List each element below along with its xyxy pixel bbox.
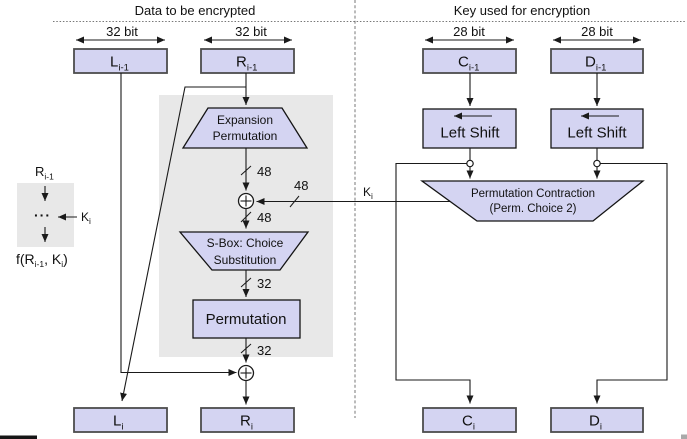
permutation-block: Permutation (192, 299, 301, 339)
pc2-label-2: (Perm. Choice 2) (490, 203, 577, 215)
bit-width-perm-out: 32 (257, 343, 271, 358)
left-shift-d-block: Left Shift (550, 108, 644, 149)
legend-k-label: Ki (81, 210, 91, 226)
register-d-prev: Di-1 (550, 48, 644, 74)
sbox-block: S-Box: Choice Substitution (178, 231, 310, 271)
register-r-next-label: Ri (240, 413, 253, 433)
branch-node-c (466, 159, 474, 168)
expansion-label-1: Expansion (217, 113, 273, 127)
left-shift-d-label: Left Shift (567, 125, 627, 142)
register-r-prev: Ri-1 (200, 48, 295, 74)
corner-mark (681, 434, 687, 439)
legend-r-label: Ri-1 (35, 164, 54, 182)
branch-node-d (593, 159, 601, 168)
bus-slash-perm-out (240, 343, 252, 354)
left-shift-c-label: Left Shift (440, 125, 500, 142)
xor-key-icon (237, 192, 255, 210)
bus-slash-key-in (289, 195, 300, 208)
line-r-prev-to-l-next (120, 86, 246, 402)
expansion-label-2: Permutation (213, 129, 278, 143)
bit-label-r-prev: 32 bit (235, 24, 267, 39)
bit-label-c-prev: 28 bit (453, 24, 485, 39)
register-l-prev-label: Li-1 (110, 54, 129, 74)
bus-slash-expansion-out (240, 165, 252, 176)
bit-label-d-prev: 28 bit (581, 24, 613, 39)
register-l-prev: Li-1 (73, 48, 168, 74)
expansion-permutation-block: Expansion Permutation (181, 107, 309, 149)
register-c-prev-label: Ci-1 (458, 54, 479, 74)
key-ki-label: Ki (363, 185, 373, 201)
loop-d-line (593, 162, 668, 404)
bus-slash-sbox-out (240, 277, 252, 288)
register-r-next: Ri (200, 407, 295, 433)
register-c-next: Ci (422, 407, 517, 433)
register-r-prev-label: Ri-1 (236, 54, 257, 74)
line-l-prev-to-xor (120, 73, 237, 376)
loop-c-line (395, 162, 474, 404)
bit-width-sbox-out: 32 (257, 276, 271, 291)
bit-width-key-in: 48 (294, 178, 308, 193)
window-edge-bar (0, 435, 37, 439)
left-shift-c-block: Left Shift (422, 108, 517, 149)
permuted-choice2-block: Permutation Contraction (Perm. Choice 2) (420, 180, 645, 222)
register-l-next-label: Li (113, 413, 123, 433)
bit-width-xor-out: 48 (257, 210, 271, 225)
register-d-next-label: Di (589, 413, 602, 433)
bit-width-expansion-out: 48 (257, 164, 271, 179)
legend-dots: ··· (34, 207, 51, 223)
register-l-next: Li (73, 407, 168, 433)
bus-slash-xor-out (240, 211, 252, 223)
sbox-label-2: Substitution (214, 253, 277, 267)
bit-label-l-prev: 32 bit (106, 24, 138, 39)
legend-f-label: f(Ri-1, Ki) (16, 251, 68, 269)
register-c-next-label: Ci (462, 413, 475, 433)
register-c-prev: Ci-1 (422, 48, 517, 74)
register-d-prev-label: Di-1 (585, 54, 606, 74)
right-section-title: Key used for encryption (454, 3, 591, 18)
left-section-title: Data to be encrypted (135, 3, 256, 18)
sbox-label-1: S-Box: Choice (207, 236, 284, 250)
permutation-label: Permutation (206, 311, 287, 328)
pc2-label-1: Permutation Contraction (471, 188, 595, 200)
register-d-next: Di (550, 407, 644, 433)
xor-feistel-icon (237, 364, 255, 382)
